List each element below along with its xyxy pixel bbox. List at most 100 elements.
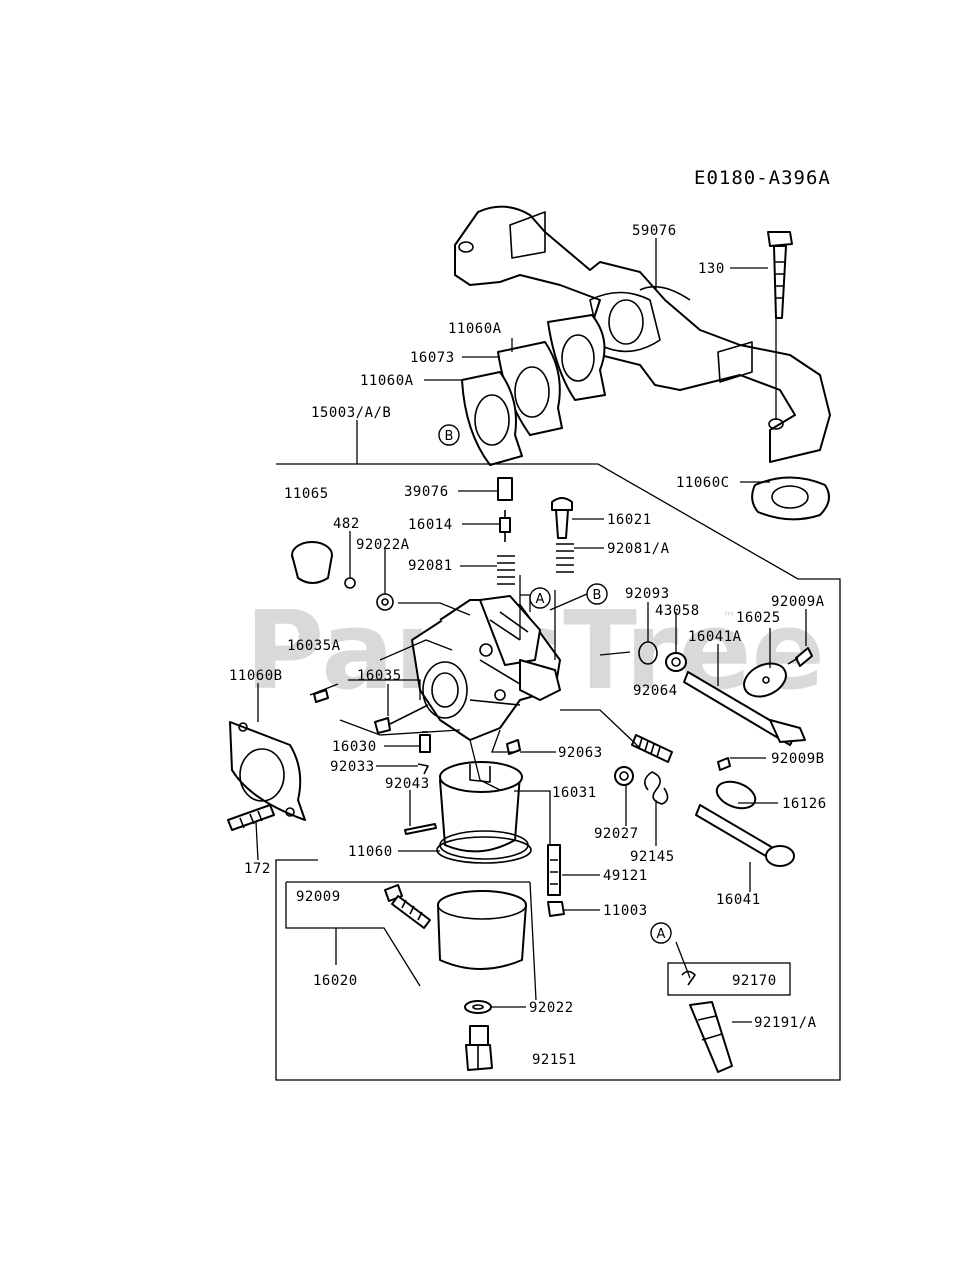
drain-bolt-92151 — [465, 1025, 493, 1071]
ring-482 — [344, 577, 356, 589]
gasket-11060c — [751, 476, 830, 521]
bolt-130 — [767, 231, 793, 319]
part-labels: 59076 130 11060A 16073 11060A 15003/A/B … — [229, 223, 827, 1068]
throttle-valve-16126 — [715, 780, 757, 810]
label-39076: 39076 — [404, 484, 449, 500]
label-16041: 16041 — [716, 892, 761, 908]
jet-11003 — [547, 901, 565, 917]
label-49121: 49121 — [603, 868, 648, 884]
label-11003: 11003 — [603, 903, 648, 919]
label-92063: 92063 — [558, 745, 603, 761]
spring-92081 — [497, 555, 515, 585]
float-group-bracket — [285, 881, 537, 1001]
seal-43058 — [665, 652, 687, 672]
label-16021: 16021 — [607, 512, 652, 528]
label-11065: 11065 — [284, 486, 329, 502]
label-92033: 92033 — [330, 759, 375, 775]
label-92191-a: 92191/A — [754, 1015, 817, 1031]
throttle-shaft-16041 — [695, 804, 795, 867]
label-16031: 16031 — [552, 785, 597, 801]
callout-a-carb: A — [529, 587, 551, 609]
nut-39076 — [497, 477, 513, 501]
label-16035: 16035 — [357, 668, 402, 684]
adjust-screw-92064 — [631, 734, 673, 763]
label-43058: 43058 — [655, 603, 700, 619]
callout-b-manifold: B — [438, 424, 460, 446]
screw-16035 — [374, 704, 429, 734]
label-11060: 11060 — [348, 844, 393, 860]
gasket-11060 — [436, 836, 532, 864]
label-16020: 16020 — [313, 973, 358, 989]
float-16020 — [437, 890, 527, 970]
screw-92009 — [384, 884, 431, 929]
label-92022a: 92022A — [356, 537, 410, 553]
label-11060a-top: 11060A — [448, 321, 502, 337]
choke-shaft-cap — [291, 541, 333, 584]
screw-16021 — [551, 497, 573, 539]
plug-16035a — [313, 689, 329, 703]
label-15003-a-b: 15003/A/B — [311, 405, 391, 421]
gasket-11060b — [229, 721, 306, 821]
label-92022: 92022 — [529, 1000, 574, 1016]
choke-valve-16025 — [743, 662, 787, 698]
label-172: 172 — [244, 861, 271, 877]
clip-92033 — [417, 763, 429, 775]
pin-92043 — [404, 823, 437, 835]
label-482: 482 — [333, 516, 360, 532]
callout-a-lower: A — [650, 922, 672, 944]
label-92064: 92064 — [633, 683, 678, 699]
main-jet-49121 — [547, 844, 561, 896]
label-92043: 92043 — [385, 776, 430, 792]
screw-92009b — [717, 757, 731, 771]
svg-text:B: B — [445, 429, 454, 444]
plug-92063 — [506, 739, 521, 755]
label-11060a-left: 11060A — [360, 373, 414, 389]
gasket-11060a-left — [461, 371, 523, 466]
rod-92191a — [689, 1001, 733, 1073]
label-130: 130 — [698, 261, 725, 277]
gasket-11060a-right — [547, 314, 606, 401]
carburetor-body — [411, 595, 561, 741]
float-bowl-16031 — [439, 761, 529, 860]
label-16073: 16073 — [410, 350, 455, 366]
label-92093: 92093 — [625, 586, 670, 602]
label-92009a: 92009A — [771, 594, 825, 610]
svg-text:A: A — [657, 927, 666, 942]
clip-92170 — [681, 970, 696, 986]
choke-shaft-16041a — [683, 671, 806, 746]
label-59076: 59076 — [632, 223, 677, 239]
label-92027: 92027 — [594, 826, 639, 842]
assembly-bracket-line — [275, 463, 841, 1081]
label-11060b: 11060B — [229, 668, 283, 684]
spring-92145 — [644, 771, 669, 805]
label-92009: 92009 — [296, 889, 341, 905]
screw-92009a — [787, 647, 813, 667]
label-92145: 92145 — [630, 849, 675, 865]
stud-172 — [227, 804, 275, 831]
leader-lines — [255, 238, 807, 1023]
label-92151: 92151 — [532, 1052, 577, 1068]
label-16030: 16030 — [332, 739, 377, 755]
label-92081-a: 92081/A — [607, 541, 670, 557]
watermark-trademark: ™ — [722, 610, 736, 626]
label-92009b: 92009B — [771, 751, 825, 767]
label-16025: 16025 — [736, 610, 781, 626]
box-92170 — [667, 962, 791, 996]
bushing-92027 — [614, 766, 634, 786]
diagram-code: E0180-A396A — [694, 167, 831, 189]
callout-b-carb: B — [586, 583, 608, 605]
svg-text:A: A — [536, 592, 545, 607]
washer-92022 — [464, 1000, 492, 1014]
needle-valve-16014 — [499, 510, 511, 542]
label-92170: 92170 — [732, 973, 777, 989]
label-92081: 92081 — [408, 558, 453, 574]
label-16014: 16014 — [408, 517, 453, 533]
label-11060c: 11060C — [676, 475, 730, 491]
spring-92081-a — [556, 543, 574, 573]
pilot-jet-16030 — [419, 731, 431, 753]
label-16041a: 16041A — [688, 629, 742, 645]
label-16035a: 16035A — [287, 638, 341, 654]
label-16126: 16126 — [782, 796, 827, 812]
svg-text:B: B — [593, 588, 602, 603]
